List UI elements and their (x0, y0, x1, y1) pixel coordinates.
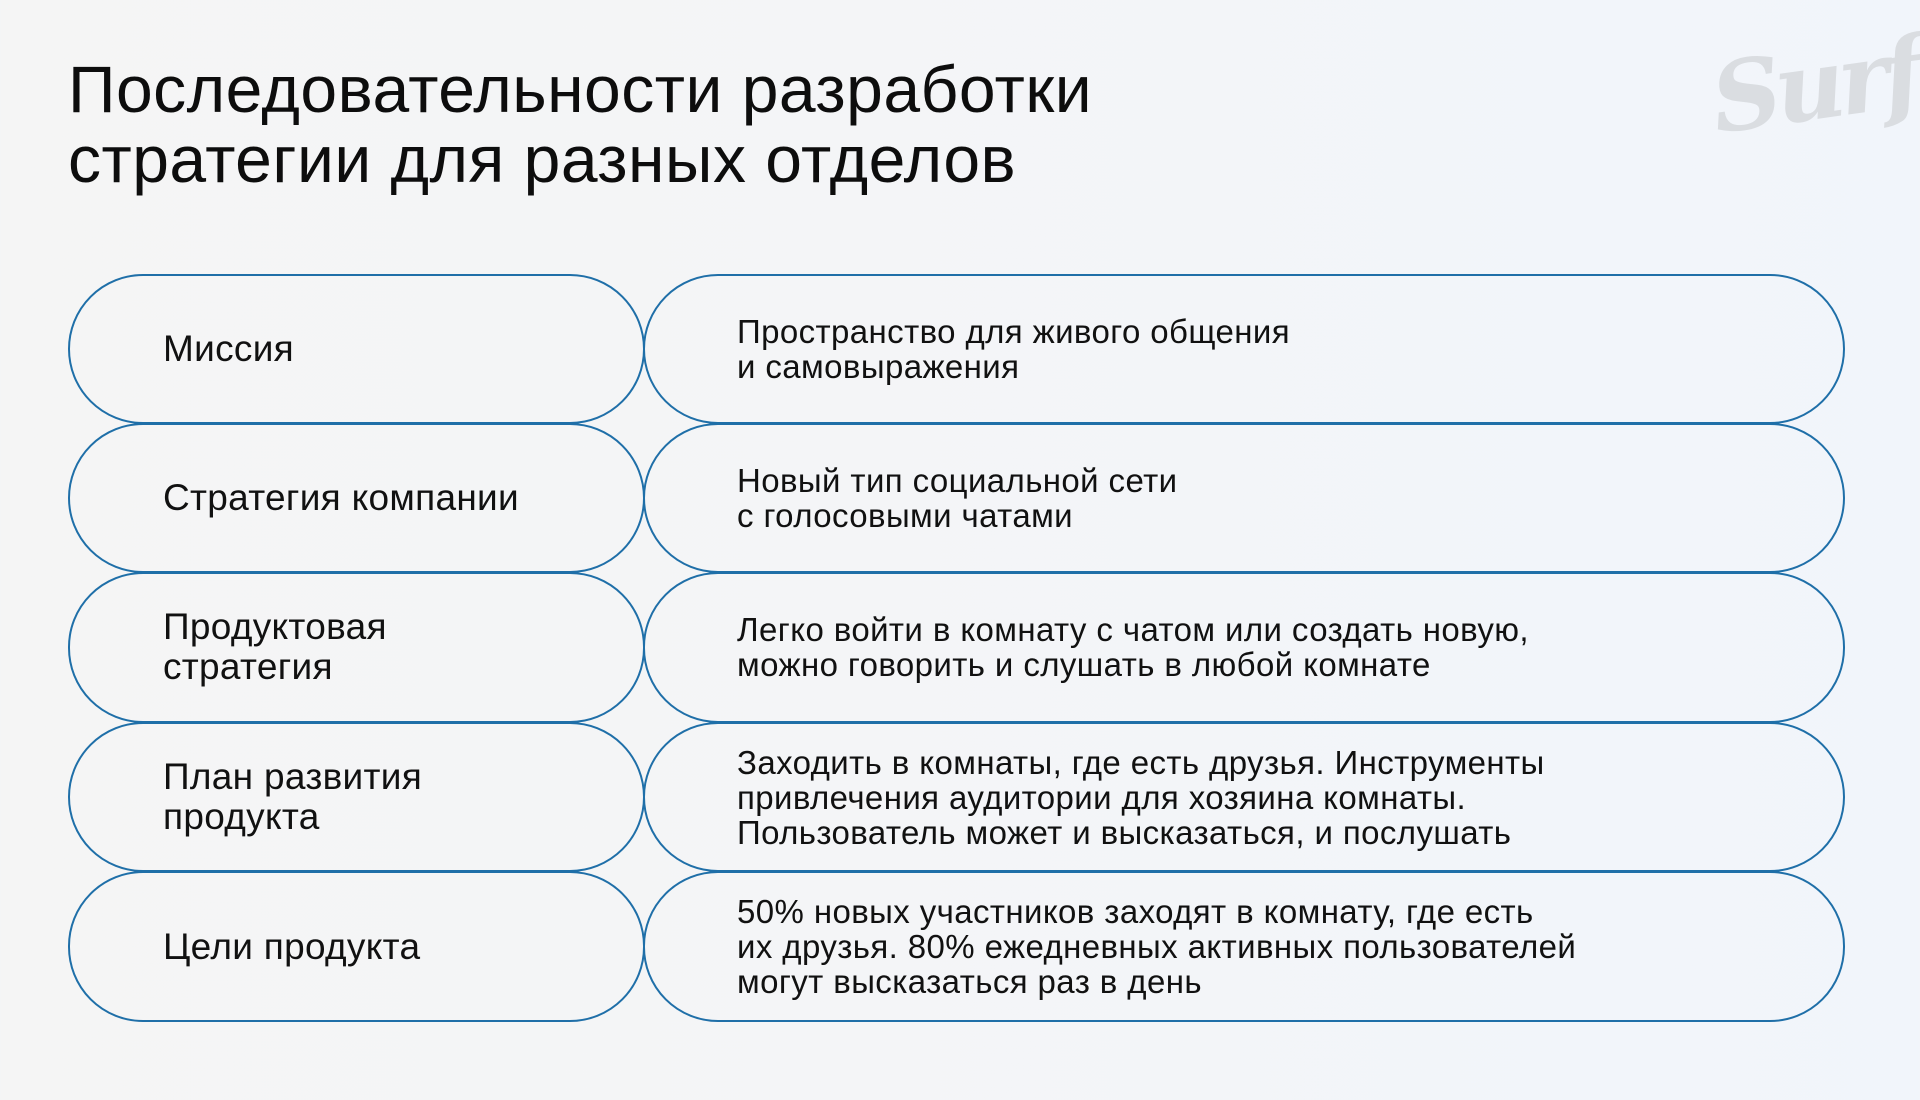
row-description-line: можно говорить и слушать в любой комнате (737, 646, 1431, 684)
row-description: Новый тип социальной сети с голосовыми ч… (737, 463, 1177, 533)
row-description-line: Заходить в комнаты, где есть друзья. Инс… (737, 743, 1545, 781)
row-description-pill: Пространство для живого общения и самовы… (643, 274, 1845, 424)
row-label-pill: Цели продукта (68, 871, 645, 1022)
table-row-mission: Миссия Пространство для живого общения и… (68, 274, 1845, 424)
table-row-product-strategy: Продуктовая стратегия Легко войти в комн… (68, 572, 1845, 723)
row-label: План развития продукта (163, 757, 422, 837)
row-label-pill: План развития продукта (68, 721, 645, 873)
row-label-line: Продуктовая (163, 606, 387, 648)
row-label-pill: Миссия (68, 274, 645, 424)
row-description-line: могут высказаться раз в день (737, 963, 1202, 1001)
row-description-pill: Новый тип социальной сети с голосовыми ч… (643, 422, 1845, 574)
row-description-line: с голосовыми чатами (737, 496, 1073, 534)
row-description-pill: Заходить в комнаты, где есть друзья. Инс… (643, 721, 1845, 873)
table-row-company-strategy: Стратегия компании Новый тип социальной … (68, 422, 1845, 574)
row-label-line: стратегия (163, 646, 333, 688)
row-label-line: Цели продукта (163, 925, 421, 967)
row-description-line: привлечения аудитории для хозяина комнат… (737, 778, 1467, 816)
row-description-line: их друзья. 80% ежедневных активных польз… (737, 928, 1577, 966)
row-label-line: продукта (163, 796, 320, 838)
row-description: Легко войти в комнату с чатом или создат… (737, 612, 1529, 682)
row-label: Стратегия компании (163, 476, 519, 518)
table-row-product-goals: Цели продукта 50% новых участников заход… (68, 871, 1845, 1022)
row-label-pill: Продуктовая стратегия (68, 572, 645, 723)
row-label-line: Миссия (163, 327, 294, 369)
row-label-pill: Стратегия компании (68, 422, 645, 574)
page-title: Последовательности разработки стратегии … (68, 54, 1092, 194)
row-description-line: Пользователь может и высказаться, и посл… (737, 813, 1512, 851)
row-description: 50% новых участников заходят в комнату, … (737, 894, 1576, 999)
row-description-line: Пространство для живого общения (737, 312, 1290, 350)
row-label-line: План развития (163, 756, 423, 798)
title-line-1: Последовательности разработки (68, 52, 1093, 126)
table-row-product-roadmap: План развития продукта Заходить в комнат… (68, 721, 1845, 873)
row-label: Цели продукта (163, 925, 421, 967)
row-description-pill: Легко войти в комнату с чатом или создат… (643, 572, 1845, 723)
row-description-line: 50% новых участников заходят в комнату, … (737, 893, 1534, 931)
title-line-2: стратегии для разных отделов (68, 122, 1017, 196)
row-label: Продуктовая стратегия (163, 607, 387, 687)
row-description-line: и самовыражения (737, 347, 1020, 385)
row-description-line: Легко войти в комнату с чатом или создат… (737, 611, 1529, 649)
row-description-line: Новый тип социальной сети (737, 461, 1178, 499)
row-label: Миссия (163, 327, 294, 369)
row-description: Пространство для живого общения и самовы… (737, 314, 1290, 384)
surf-logo-icon: Surf (1704, 14, 1920, 156)
row-label-line: Стратегия компании (163, 476, 519, 518)
strategy-table: Миссия Пространство для живого общения и… (68, 274, 1845, 1022)
row-description-pill: 50% новых участников заходят в комнату, … (643, 871, 1845, 1022)
row-description: Заходить в комнаты, где есть друзья. Инс… (737, 745, 1545, 850)
